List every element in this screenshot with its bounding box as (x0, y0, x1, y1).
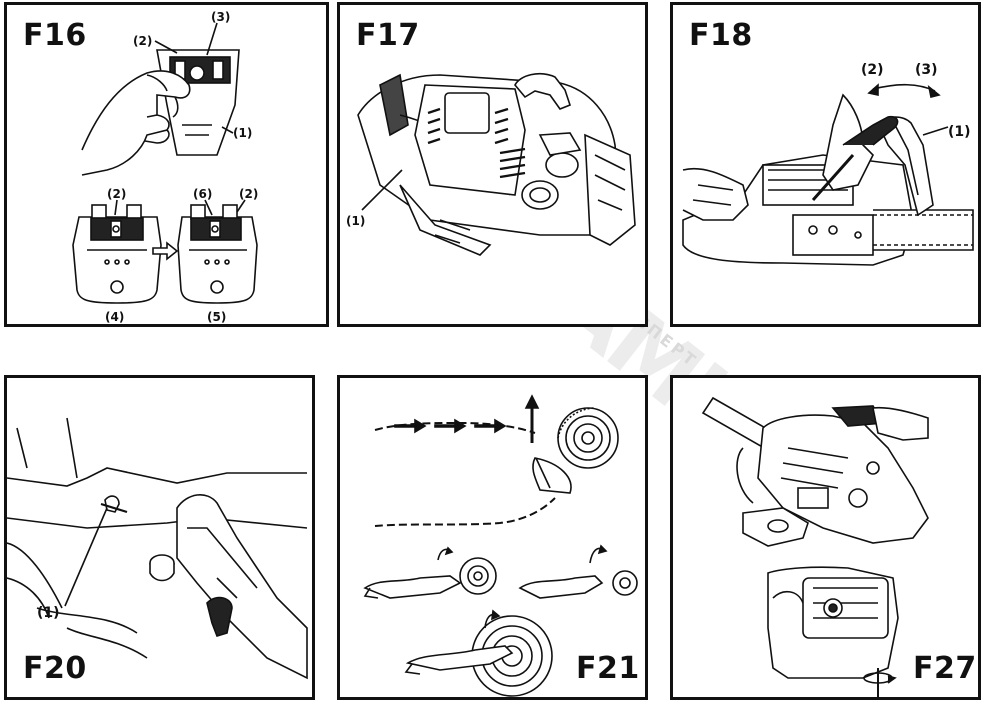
callout-2: (2) (133, 34, 153, 48)
figure-label: F21 (576, 651, 640, 686)
chain-kickback-illustration (363, 394, 638, 697)
figure-label: F17 (356, 18, 420, 53)
figure-f16: F16 (3) (2) (1) (2) (6) (2) (4) (5) (4, 2, 329, 327)
figure-label: F18 (689, 18, 753, 53)
callout-1: (1) (346, 214, 366, 228)
callout-4: (4) (105, 310, 125, 324)
air-filter-cleaning-illustration (701, 396, 929, 697)
callout-3: (3) (915, 62, 938, 78)
figure-f18: F18 (2) (3) (1) (670, 2, 981, 327)
figure-f27: F27 (670, 375, 981, 700)
callout-3: (3) (211, 10, 231, 24)
figure-f17: F17 (1) (337, 2, 648, 327)
callout-1: (1) (233, 126, 253, 140)
callout-6: (6) (193, 187, 213, 201)
air-filter-removal-illustration (72, 22, 258, 304)
callout-1: (1) (948, 124, 971, 140)
callout-5: (5) (207, 310, 227, 324)
throttle-lock-illustration (7, 417, 308, 680)
figure-f21: F21 (337, 375, 648, 700)
figure-label: F27 (913, 651, 977, 686)
chain-brake-illustration (682, 83, 974, 266)
chainsaw-top-cover-illustration (357, 73, 636, 256)
figure-label: F16 (23, 18, 87, 53)
callout-2-lower-right: (2) (239, 187, 259, 201)
figure-f20: F20 (1) (4, 375, 315, 700)
callout-2-lower-left: (2) (107, 187, 127, 201)
callout-1: (1) (37, 605, 60, 621)
callout-2: (2) (861, 62, 884, 78)
figure-label: F20 (23, 651, 87, 686)
